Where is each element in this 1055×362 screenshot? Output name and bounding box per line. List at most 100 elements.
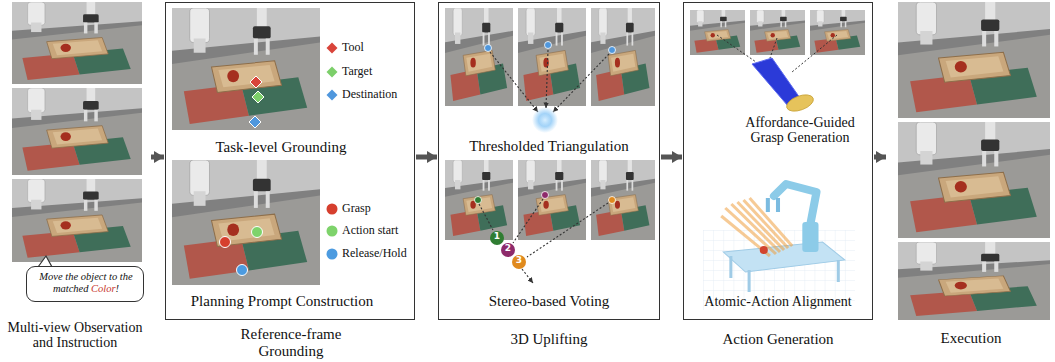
- step-label: Thresholded Triangulation: [439, 138, 659, 155]
- instruction-word: !: [116, 283, 120, 294]
- legend-label: Release/Hold: [342, 246, 407, 261]
- uplifting-views: [479, 199, 608, 283]
- legend-diamond: [327, 66, 338, 77]
- grounding-photos: [252, 227, 263, 238]
- action-views: [690, 10, 865, 310]
- speech-bubble: Move the object to the matched Color!: [26, 266, 144, 302]
- highlight-word: Color: [91, 283, 116, 294]
- legend-item: Action start: [326, 223, 398, 238]
- uplifting-views: [479, 204, 493, 230]
- uplifting-views: [475, 197, 482, 204]
- flow-arrow: [416, 155, 437, 160]
- action-views: [770, 38, 777, 58]
- uplifting-views: [501, 243, 515, 257]
- uplifting-views: [527, 203, 608, 257]
- grounding-photos: [172, 160, 320, 285]
- instruction-word: [117, 271, 120, 282]
- action-views: [810, 10, 865, 55]
- grounding-photos: [220, 237, 231, 248]
- flow-arrow: [151, 155, 164, 160]
- observation-photos: [12, 2, 142, 84]
- action-views: [690, 10, 745, 55]
- stage-panel: Thresholded TriangulationStereo-based Vo…: [438, 2, 660, 320]
- callout-number: 2: [501, 243, 515, 257]
- execution-column: Execution: [887, 0, 1055, 362]
- grounding-photos: [237, 265, 248, 276]
- execution-photos: [898, 242, 1050, 320]
- instruction-word: the: [65, 271, 78, 282]
- flow-arrow: [874, 155, 886, 160]
- legend-label: Tool: [342, 40, 364, 55]
- stage-caption: 3D Uplifting: [439, 331, 659, 348]
- step-label: Task-level Grounding: [176, 139, 386, 156]
- uplifting-views: [522, 269, 533, 283]
- instruction-word: Move: [39, 271, 62, 282]
- legend-item: Release/Hold: [326, 246, 407, 261]
- grounding-photos: [250, 76, 262, 88]
- uplifting-views: [591, 8, 655, 106]
- uplifting-views: [591, 160, 655, 240]
- observation-photos: [12, 88, 142, 175]
- action-views: [703, 170, 855, 310]
- instruction-word: [88, 283, 91, 294]
- legend-dot: [327, 203, 338, 214]
- grounding-photos: [172, 8, 320, 130]
- uplifting-views: [490, 50, 609, 112]
- action-views: [717, 35, 756, 62]
- legend-label: Grasp: [342, 201, 371, 216]
- legend-label: Action start: [342, 223, 398, 238]
- instruction-word: object: [81, 271, 107, 282]
- legend-item: Tool: [326, 40, 364, 55]
- legend-item: Target: [326, 64, 372, 79]
- execution-photos: [898, 2, 1050, 320]
- uplifting-views: [512, 255, 526, 269]
- legend-swatch: [326, 42, 338, 54]
- legend-swatch: [326, 203, 338, 215]
- legend-diamond: [327, 89, 338, 100]
- legend-swatch: [326, 225, 338, 237]
- uplifting-views: [513, 199, 543, 243]
- instruction-word: the: [120, 271, 133, 282]
- action-views: [750, 10, 805, 55]
- callout-number: 3: [512, 255, 526, 269]
- uplifting-views: [545, 42, 552, 49]
- legend-dot: [327, 248, 338, 259]
- legend-swatch: [326, 248, 338, 260]
- flow-arrow: [661, 155, 682, 160]
- legend-diamond: [327, 42, 338, 53]
- legend-swatch: [326, 89, 338, 101]
- action-views: [792, 35, 837, 72]
- instruction-word: [63, 271, 66, 282]
- uplifting-views: [546, 50, 548, 108]
- stage-panel: Task-level GroundingPlanning Prompt Cons…: [165, 2, 415, 320]
- instruction-word: to: [109, 271, 117, 282]
- execution-photos: [898, 2, 1050, 118]
- uplifting-views: [445, 160, 513, 240]
- uplifting-views: [553, 54, 609, 112]
- legend-label: Target: [342, 64, 372, 79]
- stage-caption: Multi-view Observation and Instruction: [0, 320, 150, 351]
- legend-swatch: [326, 66, 338, 78]
- observation-photos: [12, 2, 142, 267]
- instruction-word: [78, 271, 81, 282]
- observation-photos: [12, 179, 142, 262]
- grounding-photos: [249, 116, 261, 128]
- stage-caption: Reference-frame Grounding: [211, 326, 371, 359]
- uplifting-views: [532, 107, 558, 133]
- uplifting-views: [518, 8, 586, 106]
- stage-panel: Affordance-Guided Grasp GenerationAtomic…: [683, 2, 873, 320]
- uplifting-views: [518, 160, 586, 240]
- step-label: Affordance-Guided Grasp Generation: [730, 115, 870, 146]
- grounding-photos: [252, 91, 264, 103]
- callout-number: 1: [490, 231, 504, 245]
- instruction-word: [106, 271, 109, 282]
- view-column: Move the object to the matched Color! Mul…: [0, 0, 150, 362]
- execution-photos: [898, 122, 1050, 238]
- stage-caption: Execution: [887, 330, 1055, 347]
- uplifting-views: [542, 192, 549, 199]
- step-label: Planning Prompt Construction: [166, 293, 398, 310]
- step-label: Atomic-Action Alignment: [684, 294, 872, 309]
- uplifting-views: [485, 45, 492, 52]
- legend-dot: [327, 225, 338, 236]
